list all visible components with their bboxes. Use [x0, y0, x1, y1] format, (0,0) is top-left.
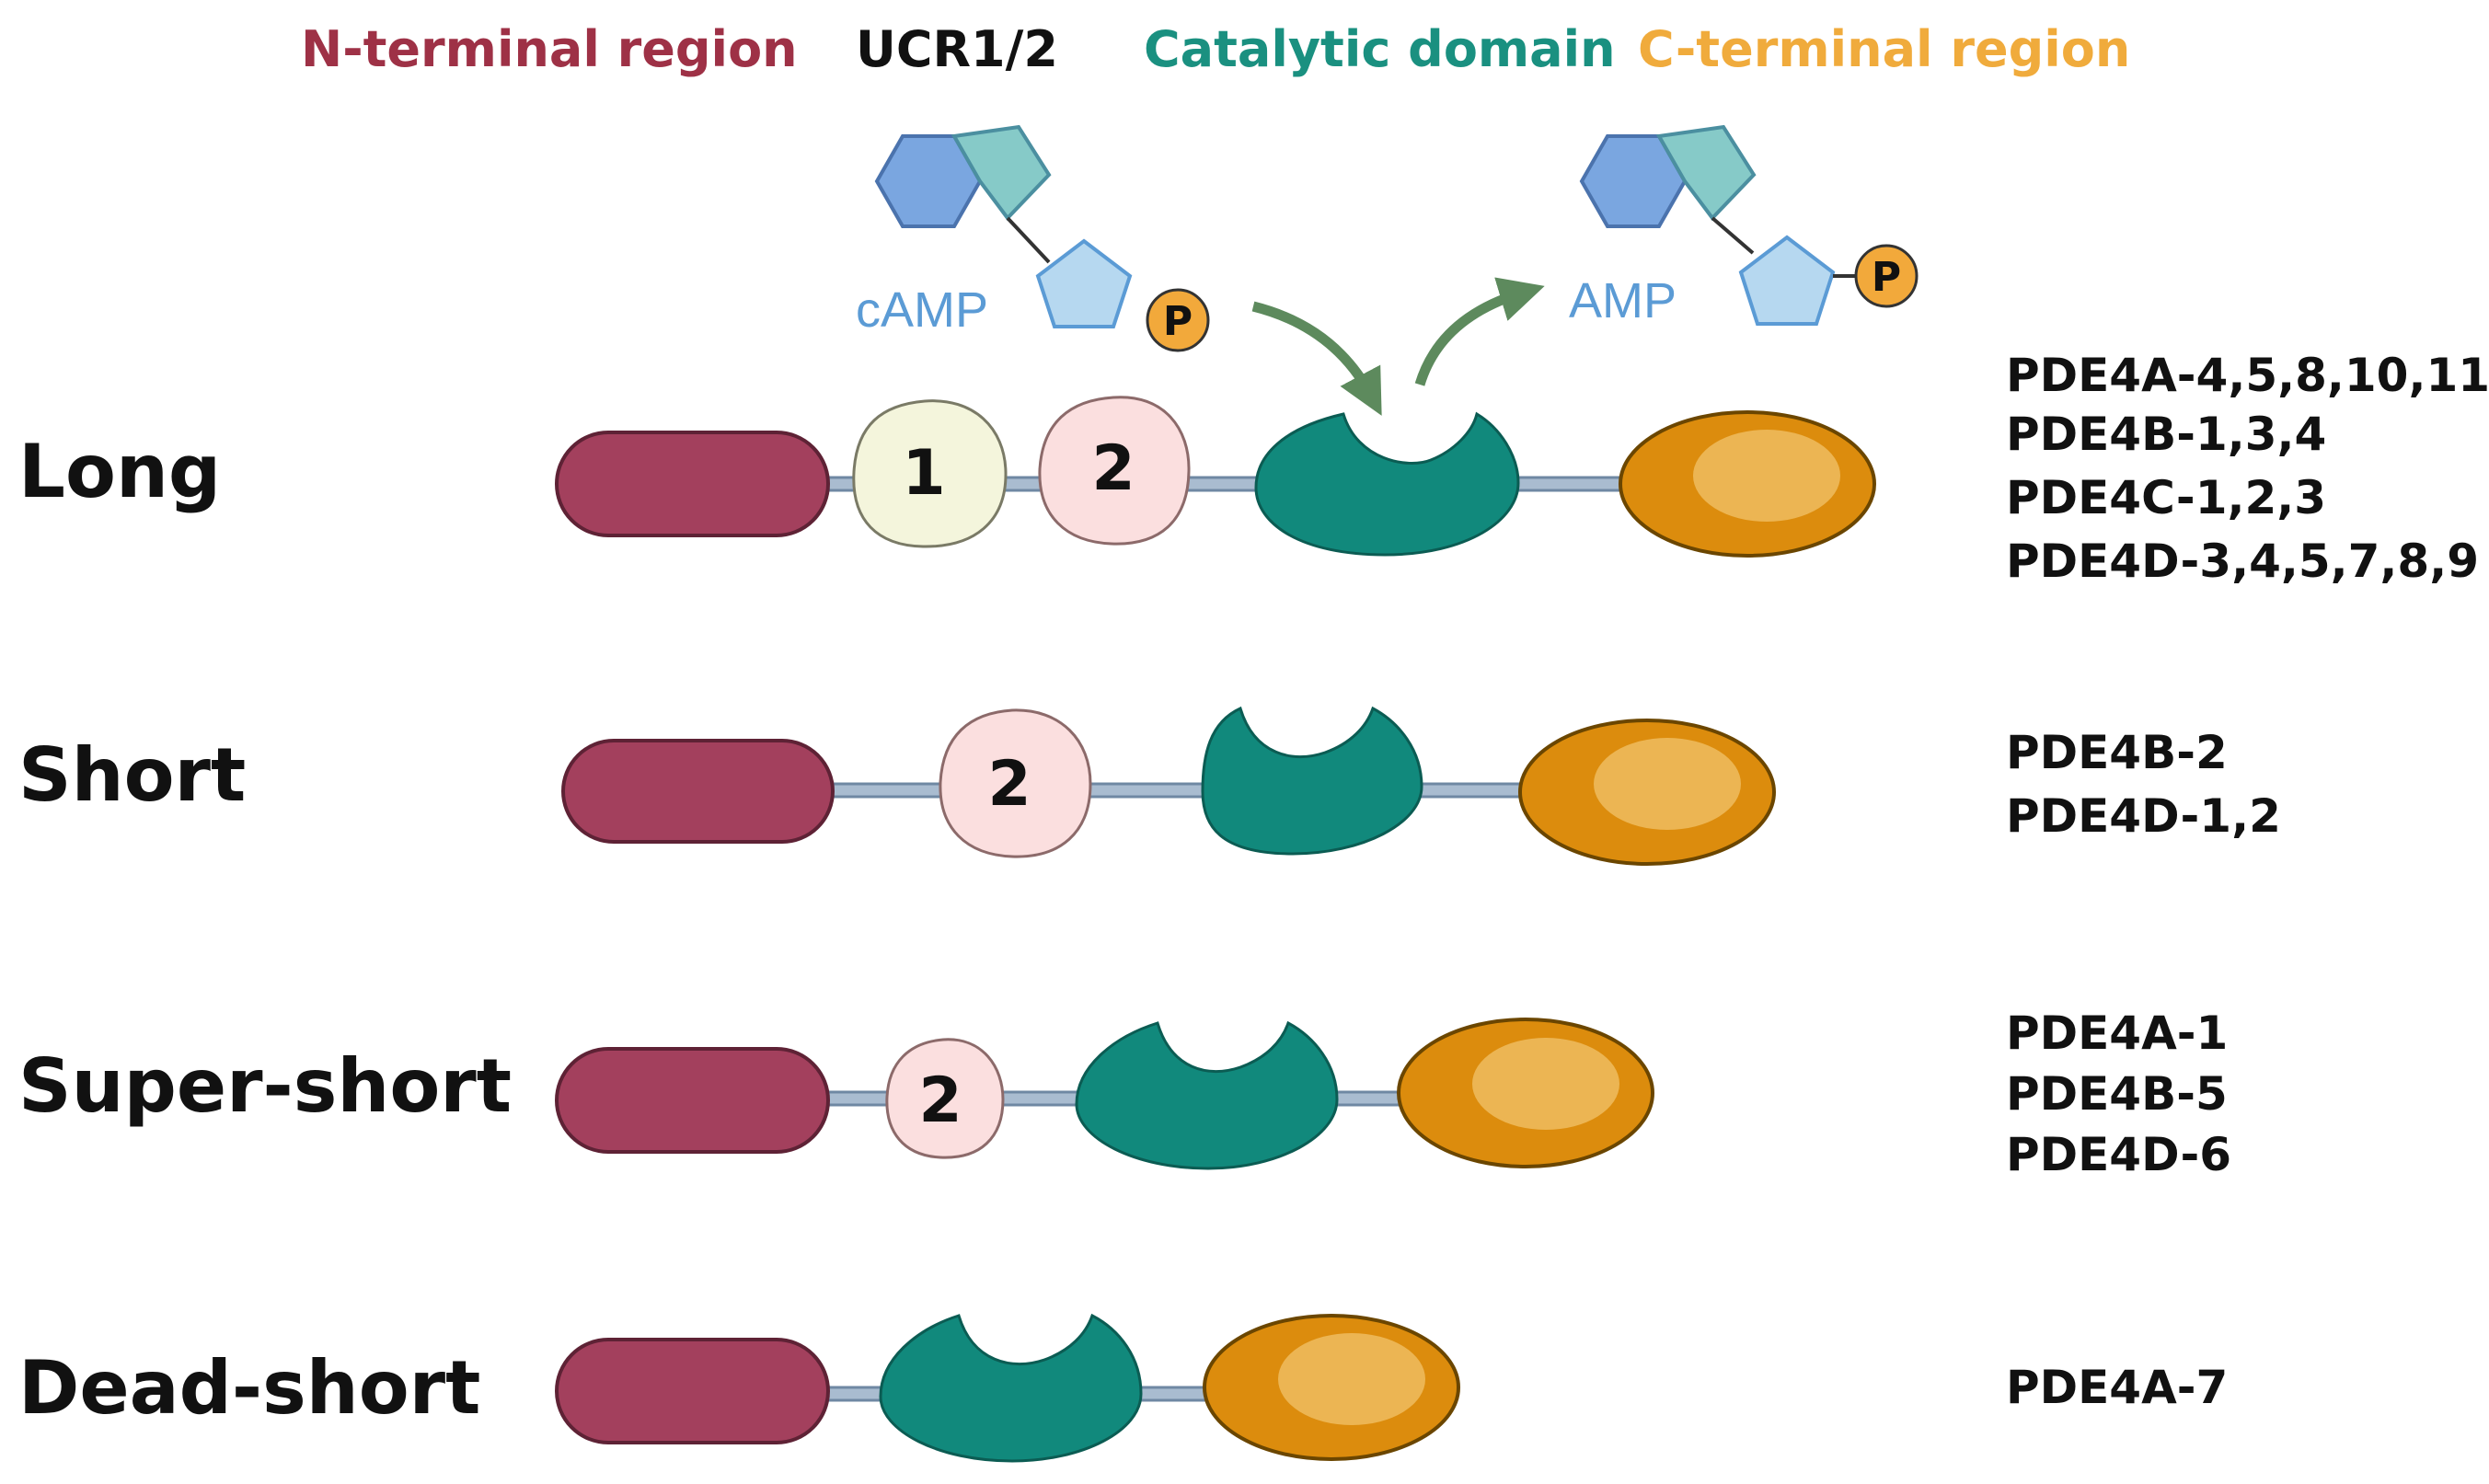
- long-ucr1-domain: [852, 399, 1008, 548]
- long-c-terminal-highlight: [1693, 430, 1840, 522]
- super-short-ucr2-domain: [885, 1038, 1005, 1159]
- amp-molecule: P AMP: [1569, 124, 1919, 328]
- variant-long-label: Long: [18, 429, 221, 514]
- legend-ucr: UCR1/2: [856, 20, 1058, 78]
- amp-label: AMP: [1569, 273, 1677, 328]
- arrow-in-icon: [1251, 301, 1382, 416]
- super-short-isoform-line: PDE4A-1: [2006, 1007, 2228, 1060]
- dead-short-isoform-line: PDE4A-7: [2006, 1361, 2228, 1414]
- dead-short-c-terminal-highlight: [1278, 1333, 1425, 1425]
- super-short-isoform-line: PDE4D-6: [2006, 1128, 2231, 1181]
- super-short-catalytic-domain: [1075, 1020, 1339, 1170]
- variant-super-short: Super-short 2 PDE4A-1 PDE4B-5 PDE4D-6: [18, 1007, 2231, 1181]
- legend-catalytic: Catalytic domain: [1144, 20, 1616, 78]
- camp-molecule: P cAMP: [856, 124, 1210, 352]
- amp-pentagon-top-icon: [1655, 124, 1757, 222]
- legend-c-terminal: C-terminal region: [1638, 20, 2130, 78]
- super-short-isoform-line: PDE4B-5: [2006, 1067, 2228, 1121]
- camp-pentagon-top-icon: [951, 124, 1052, 222]
- short-c-terminal-highlight: [1594, 738, 1741, 830]
- camp-label: cAMP: [856, 282, 988, 338]
- long-isoform-line: PDE4D-3,4,5,7,8,9: [2006, 535, 2479, 588]
- variant-short: Short 2 PDE4B-2 PDE4D-1,2: [18, 706, 2281, 866]
- camp-bond: [1006, 216, 1051, 264]
- long-ucr2-label: 2: [1091, 432, 1135, 505]
- super-short-c-terminal-highlight: [1472, 1038, 1619, 1130]
- variant-short-label: Short: [18, 732, 246, 818]
- long-catalytic-domain: [1254, 411, 1520, 557]
- dead-short-n-terminal-region: [555, 1338, 830, 1444]
- super-short-ucr2-label: 2: [918, 1064, 962, 1137]
- short-n-terminal-region: [561, 739, 835, 844]
- short-ucr2-label: 2: [987, 748, 1031, 821]
- short-ucr2-domain: [939, 708, 1092, 858]
- dead-short-catalytic-domain: [879, 1313, 1143, 1463]
- long-ucr1-label: 1: [902, 437, 945, 510]
- legend-n-terminal: N-terminal region: [301, 20, 798, 78]
- variant-dead-short: Dead-short PDE4A-7: [18, 1313, 2228, 1463]
- camp-ribose-pentagon-icon: [1035, 238, 1133, 328]
- variant-long: Long 1 2 PDE4A-4,5,8,10,11 PDE4B-1,3,4 P…: [18, 349, 2489, 588]
- camp-phosphate-icon: [1146, 288, 1210, 352]
- legend: N-terminal region UCR1/2 Catalytic domai…: [301, 20, 2130, 78]
- super-short-n-terminal-region: [555, 1047, 830, 1154]
- long-ucr2-domain: [1038, 396, 1191, 546]
- long-isoform-line: PDE4B-1,3,4: [2006, 408, 2326, 461]
- reaction-arrows: [1251, 277, 1545, 416]
- amp-phosphate-icon: [1854, 244, 1919, 308]
- amp-bond: [1711, 216, 1755, 255]
- variant-super-short-label: Super-short: [18, 1043, 512, 1129]
- long-isoform-line: PDE4A-4,5,8,10,11: [2006, 349, 2489, 402]
- variant-dead-short-label: Dead-short: [18, 1345, 480, 1431]
- short-isoform-line: PDE4B-2: [2006, 726, 2228, 779]
- amp-phosphate-label: P: [1872, 254, 1901, 301]
- arrow-out-icon: [1414, 277, 1545, 386]
- long-isoform-line: PDE4C-1,2,3: [2006, 471, 2326, 524]
- amp-ribose-pentagon-icon: [1738, 235, 1836, 326]
- long-n-terminal-region: [555, 431, 830, 537]
- camp-phosphate-label: P: [1163, 298, 1193, 345]
- short-isoform-line: PDE4D-1,2: [2006, 789, 2281, 843]
- short-catalytic-domain: [1201, 706, 1423, 856]
